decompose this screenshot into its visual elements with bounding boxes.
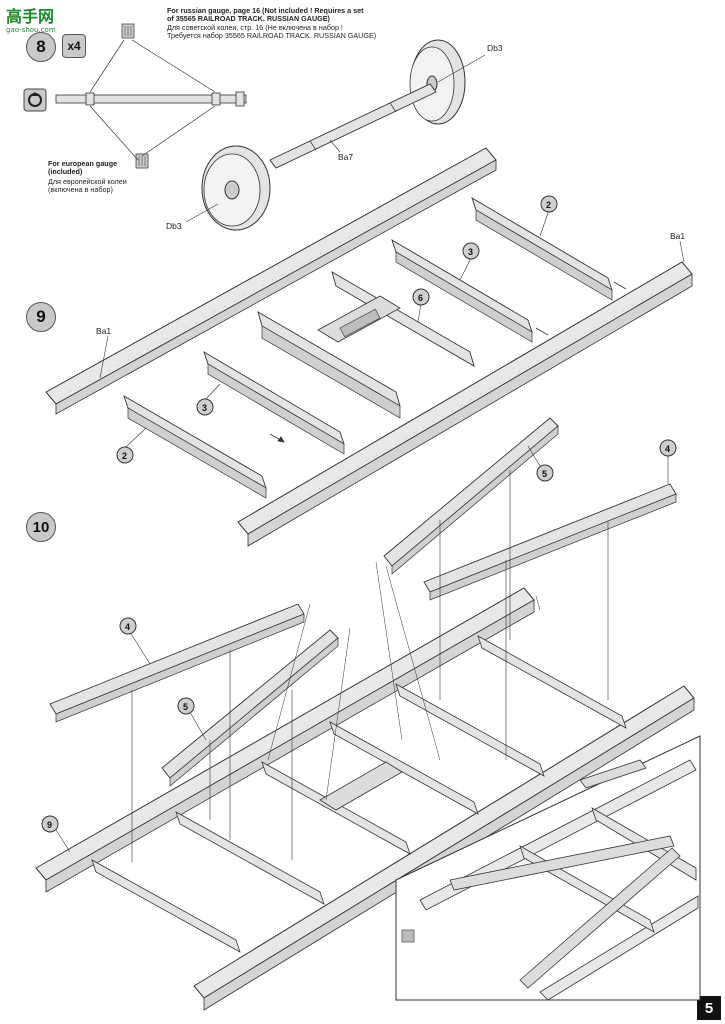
- callout-text-5-lower: 5: [183, 702, 188, 712]
- part-label-db3-top: Db3: [487, 43, 503, 53]
- callout-text-6: 6: [418, 293, 423, 303]
- step-8-badge: 8: [26, 32, 56, 62]
- european-note-ru-1: Для европейской колеи: [48, 177, 127, 186]
- callout-3-upper: 3: [459, 242, 480, 281]
- crossmember-3-lower: [203, 351, 345, 455]
- rail-ba1-left: [45, 147, 497, 415]
- brace-4-lower: [49, 603, 305, 723]
- wheel-db3-top: [409, 39, 486, 125]
- european-note-en-1: For european gauge: [48, 159, 118, 168]
- rotate-view-icon: [23, 88, 47, 112]
- gauge-axle-side-view: [55, 91, 247, 107]
- callout-text-2-upper: 2: [546, 200, 551, 210]
- gauge-icon-european: [135, 153, 149, 169]
- crossmember-3-upper: [391, 239, 533, 343]
- crossmember-2-lower: [123, 395, 267, 499]
- brace-5-lower: [161, 629, 339, 787]
- european-gauge-title: For european gauge (included): [48, 159, 118, 177]
- watermark-text: 高手网: [6, 7, 54, 26]
- gauge-leaders: [89, 39, 216, 161]
- european-gauge-ru: Для европейской колеи (включена в набор): [48, 177, 127, 195]
- european-note-ru-2: (включена в набор): [48, 185, 113, 195]
- frame-9-assembly: [35, 587, 695, 1011]
- callout-4-upper: 4: [659, 439, 677, 484]
- part-label-ba7: Ba7: [338, 152, 353, 162]
- callout-text-4-upper: 4: [665, 444, 670, 454]
- page-number-text: 5: [704, 999, 714, 1017]
- russian-note-ru-1: Для советской колеи, стр. 16 (Не включен…: [167, 22, 343, 32]
- brace-5-upper: [383, 417, 559, 575]
- callout-text-4-lower: 4: [125, 622, 130, 632]
- russian-note-en-2: of 35565 RAILROAD TRACK. RUSSIAN GAUGE): [167, 14, 330, 24]
- wheel-db3-bottom: [185, 145, 271, 231]
- crossmember-6-center: [257, 271, 475, 419]
- part-label-ba1-right: Ba1: [670, 231, 685, 241]
- part-label-db3-bottom: Db3: [166, 221, 182, 231]
- callout-text-9: 9: [47, 820, 52, 830]
- step-9-badge: 9: [26, 302, 56, 332]
- part-label-ba1-left: Ba1: [96, 326, 111, 336]
- watermark-logo: 高手网 gao-shou.com: [6, 7, 56, 34]
- callout-2-lower: 2: [116, 427, 147, 464]
- russian-note-en-1: For russian gauge, page 16 (Not included…: [167, 6, 364, 15]
- step-8-number: 8: [36, 37, 46, 56]
- brace-leaders: [267, 561, 541, 801]
- assembly-arrows-step9: [269, 281, 627, 443]
- multiplier-text: x4: [67, 39, 81, 53]
- callout-text-5-upper: 5: [542, 469, 547, 479]
- callout-2-upper: 2: [539, 195, 558, 237]
- brace-4-upper: [423, 483, 677, 601]
- drop-lines-step10: [131, 470, 609, 862]
- callout-5-upper: 5: [527, 445, 554, 482]
- watermark-sub: gao-shou.com: [6, 26, 56, 34]
- callout-6: 6: [412, 288, 430, 323]
- page-number: 5: [697, 996, 721, 1020]
- callout-5-lower: 5: [177, 697, 207, 741]
- callout-text-3-upper: 3: [468, 247, 473, 257]
- inset-detail-view: [395, 735, 701, 1001]
- callout-9: 9: [41, 815, 71, 853]
- russian-gauge-note: For russian gauge, page 16 (Not included…: [167, 6, 437, 41]
- russian-note-ru-2: Требуется набор 35565 RAILROAD TRACK. RU…: [167, 31, 377, 41]
- crossmember-2-upper: [471, 197, 613, 301]
- multiplier-badge: x4: [62, 34, 86, 58]
- rail-ba1-right: [237, 261, 693, 547]
- step-9-number: 9: [36, 307, 46, 326]
- callout-text-3-lower: 3: [202, 403, 207, 413]
- step-10-badge: 10: [26, 512, 56, 542]
- callout-3-lower: 3: [196, 383, 221, 416]
- european-note-en-2: (included): [48, 167, 83, 177]
- axle-ba7: [269, 83, 437, 169]
- callout-4-lower: 4: [119, 617, 151, 665]
- step-10-number: 10: [32, 518, 50, 536]
- callout-text-2-lower: 2: [122, 451, 127, 461]
- gauge-icon-russian: [121, 23, 135, 39]
